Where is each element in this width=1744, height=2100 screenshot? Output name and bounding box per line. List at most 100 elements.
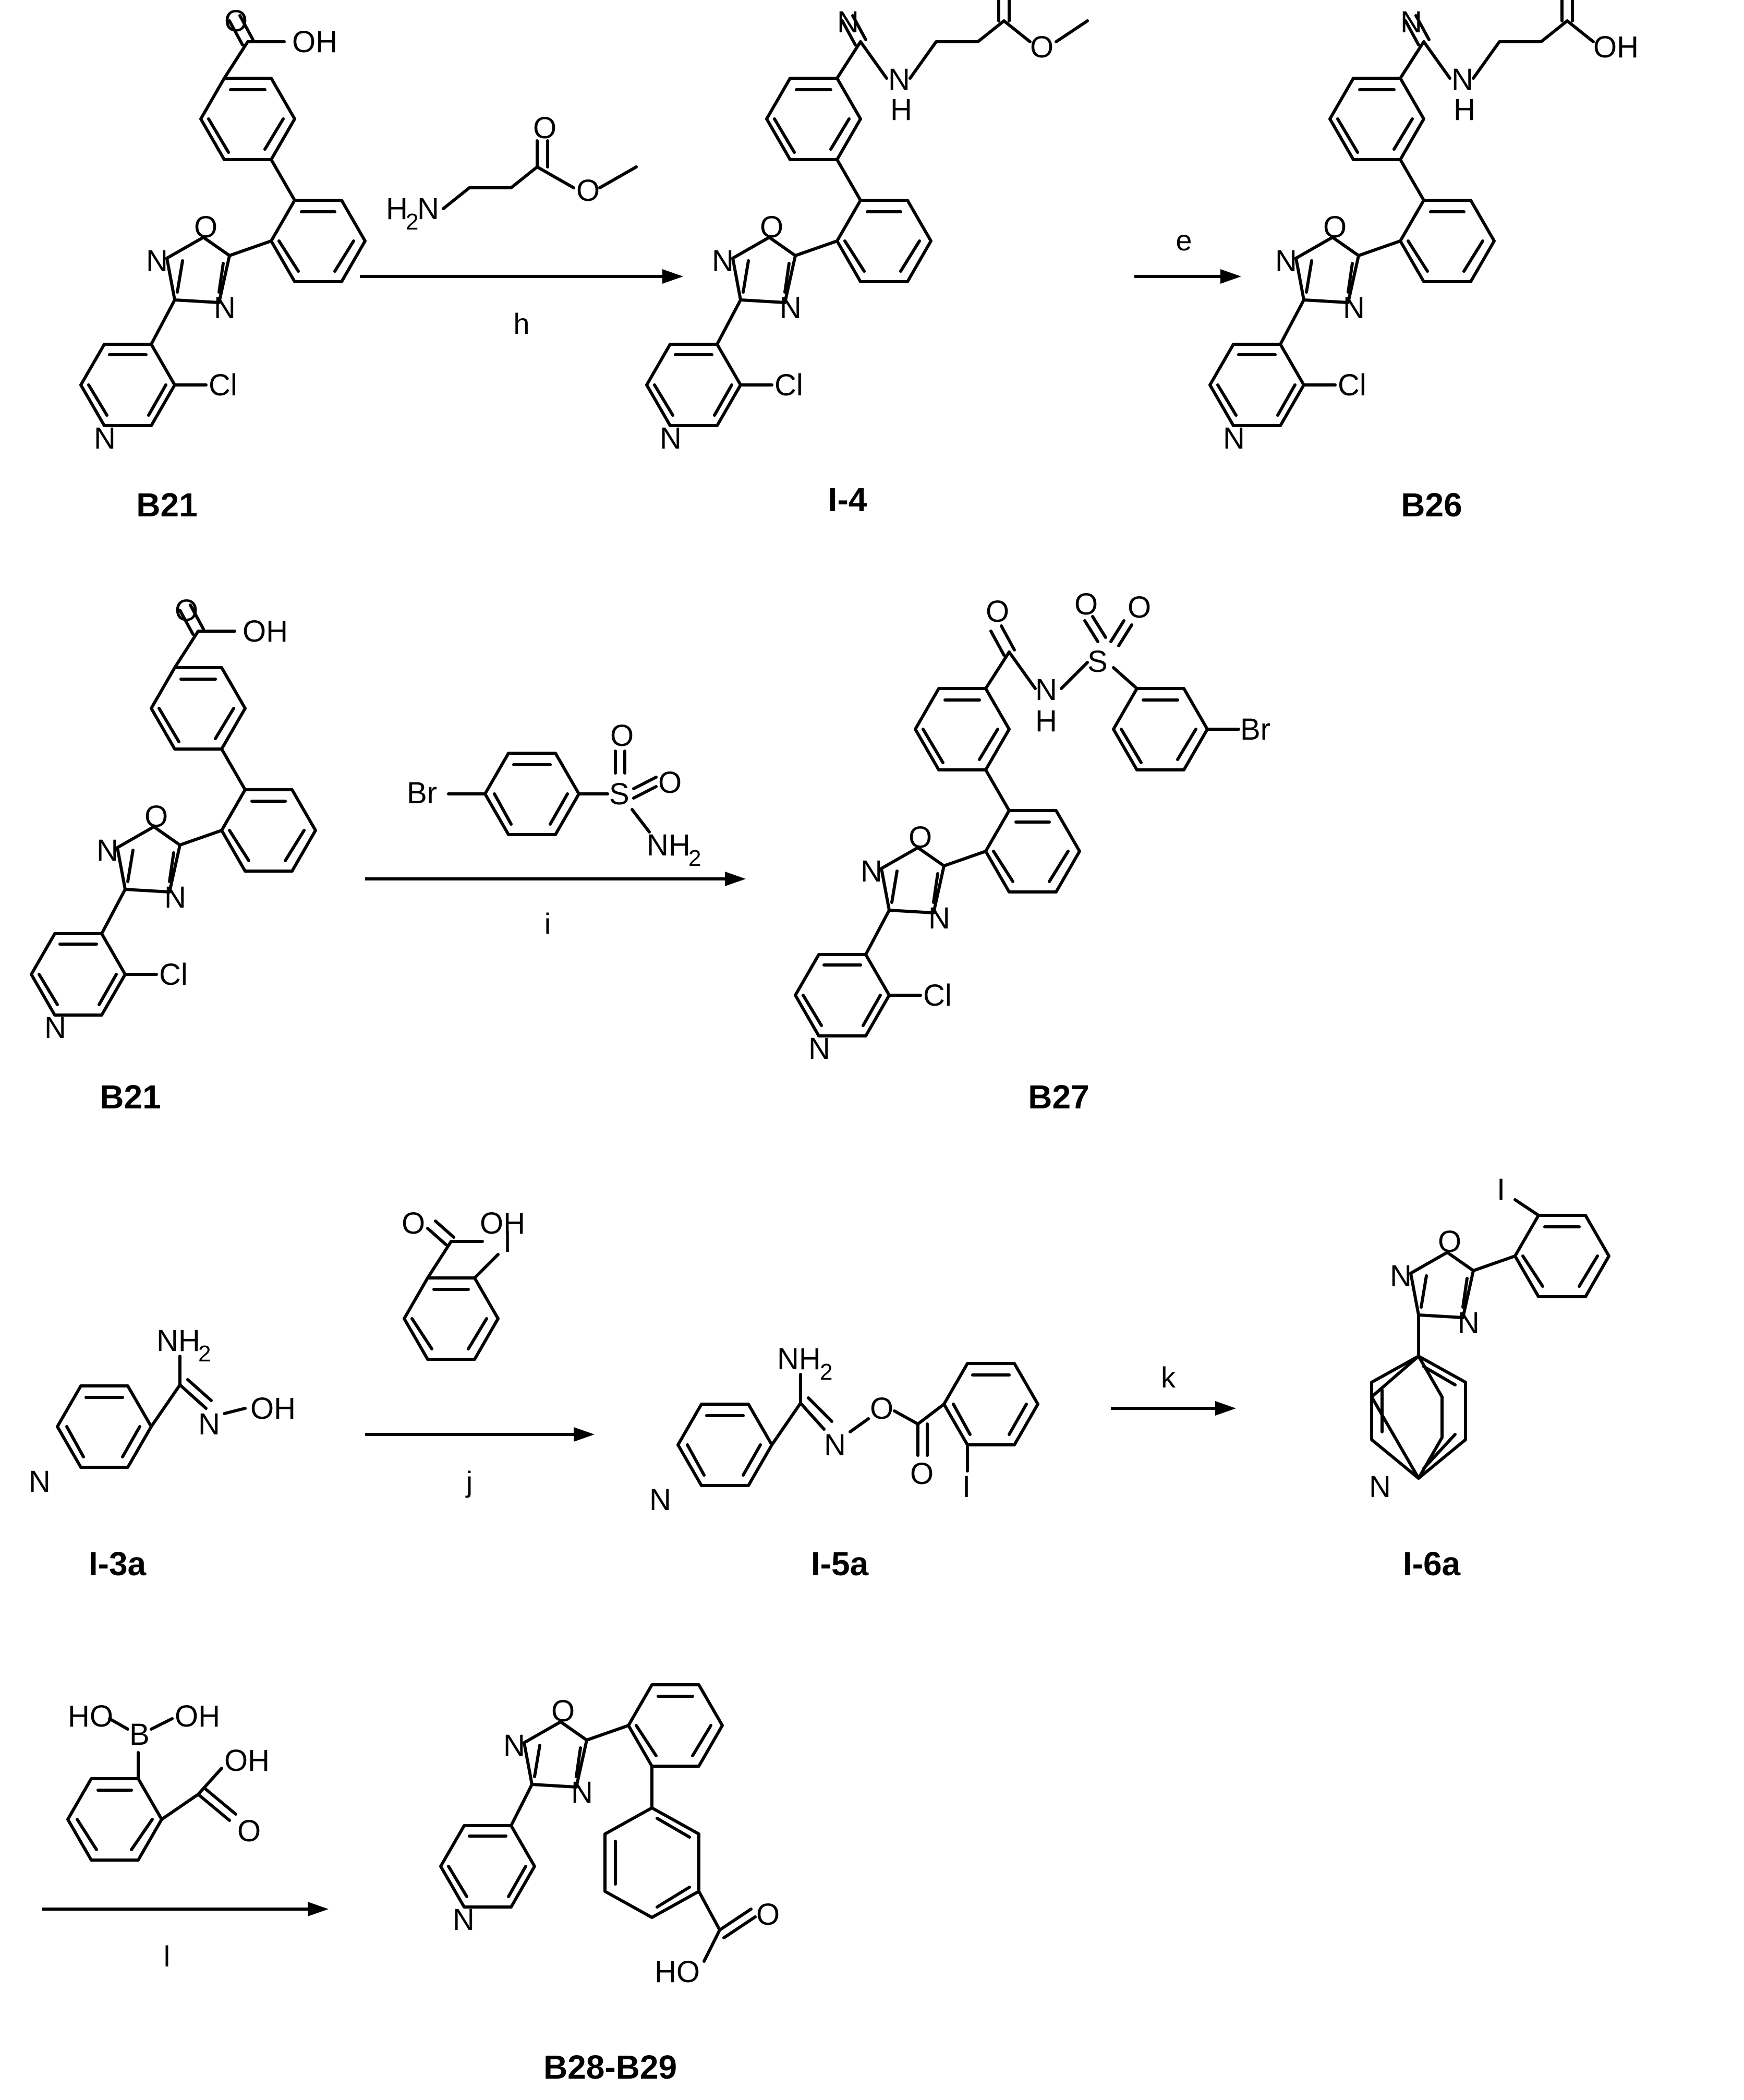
- atom-label: O: [237, 1814, 261, 1848]
- reagent-label-l: l: [164, 1940, 170, 1973]
- atom-label: Br: [1240, 713, 1270, 746]
- atom-label: S: [609, 777, 629, 811]
- compound-label-b26: B26: [1401, 486, 1462, 524]
- atom-label: H: [1454, 93, 1475, 127]
- atom-label: N: [888, 63, 910, 96]
- atom-label: O: [551, 1694, 575, 1728]
- atom-label: HO: [655, 1955, 700, 1989]
- atom-label: OH: [1593, 30, 1639, 64]
- reagent-label-e: e: [1176, 224, 1192, 257]
- atom-label: O: [1438, 1225, 1461, 1259]
- atom-label: N: [1390, 1259, 1412, 1293]
- atom-label: N: [214, 291, 236, 325]
- compound-label-i3a: I-3a: [89, 1545, 147, 1583]
- atom-label: OH: [243, 614, 288, 648]
- reagent-carboxyphenylboronic-acid: HO B OH OH O: [66, 1699, 270, 1862]
- arrow-k: [1111, 1401, 1236, 1416]
- compound-label-b21: B21: [100, 1078, 161, 1116]
- atom-label: N: [824, 1428, 846, 1462]
- atom-label: OH: [292, 25, 337, 59]
- reagent-label-j: j: [465, 1465, 473, 1498]
- reagent-beta-alanine-methyl-ester: H 2 N O O: [386, 111, 638, 235]
- structure-i5a: NH 2 N O O I N: [649, 1342, 1039, 1517]
- atom-label: O: [144, 800, 168, 834]
- structure-i3a: NH 2 N OH N: [29, 1324, 296, 1499]
- atom-label: N: [1343, 291, 1365, 325]
- compound-label-b28-b29: B28-B29: [543, 2048, 677, 2086]
- arrow-j: [365, 1427, 595, 1442]
- atom-label: H: [1035, 704, 1057, 738]
- atom-label: I: [962, 1470, 971, 1504]
- compound-label-b27: B27: [1028, 1078, 1089, 1116]
- atom-label: N: [1223, 421, 1245, 455]
- reagent-label-i: i: [544, 907, 551, 940]
- atom-label: H: [386, 192, 408, 226]
- atom-label: Cl: [1338, 368, 1366, 402]
- atom-label: NH: [156, 1324, 200, 1358]
- atom-label: N: [1451, 63, 1473, 96]
- arrow-e: [1134, 269, 1241, 284]
- atom-label: N: [571, 1776, 593, 1809]
- atom-label: NH: [647, 828, 691, 862]
- atom-label: O: [1128, 590, 1151, 624]
- atom-label: O: [610, 719, 634, 753]
- atom-label: N: [649, 1483, 671, 1517]
- structure-b21-row2: O OH O N N Cl N: [30, 594, 317, 1045]
- atom-label: N: [453, 1903, 475, 1937]
- atom-label: O: [402, 1206, 425, 1240]
- atom-label: HO: [68, 1699, 113, 1733]
- atom-label: N: [198, 1407, 220, 1441]
- structure-b21-row1: O OH O N N Cl N: [79, 4, 367, 455]
- atom-label: OH: [175, 1699, 220, 1733]
- atom-label: N: [861, 854, 882, 888]
- structure-b28-b29: O N N N O HO: [439, 1683, 780, 1989]
- atom-label: N: [1400, 5, 1422, 39]
- reagent-label-h: h: [513, 307, 529, 340]
- atom-label: B: [129, 1718, 150, 1752]
- atom-label: O: [870, 1392, 893, 1426]
- atom-label: N: [503, 1729, 525, 1763]
- atom-label: I: [1497, 1173, 1505, 1206]
- atom-label: O: [175, 594, 198, 627]
- atom-label: O: [1074, 587, 1098, 621]
- atom-label: N: [1275, 244, 1297, 278]
- atom-label: O: [1030, 30, 1053, 64]
- atom-label: OH: [480, 1206, 525, 1240]
- compound-label-i6a: I-6a: [1403, 1545, 1461, 1583]
- compound-label-i5a: I-5a: [811, 1545, 869, 1583]
- atom-label: OH: [250, 1392, 296, 1426]
- atom-label: I: [503, 1225, 512, 1259]
- arrow-h: [360, 269, 683, 284]
- atom-label: O: [910, 1457, 934, 1491]
- atom-label: 2: [820, 1359, 832, 1385]
- atom-label: Br: [407, 776, 437, 810]
- structure-b27: S O O Br O N H O N N Cl N: [794, 587, 1270, 1066]
- atom-label: N: [164, 880, 186, 914]
- atom-label: O: [909, 820, 932, 854]
- atom-label: O: [756, 1898, 780, 1932]
- arrow-i: [365, 872, 746, 886]
- atom-label: NH: [777, 1342, 821, 1376]
- atom-label: H: [890, 93, 912, 127]
- atom-label: 2: [198, 1341, 211, 1367]
- atom-label: OH: [224, 1744, 270, 1778]
- atom-label: Cl: [923, 979, 952, 1012]
- atom-label: O: [576, 174, 600, 208]
- atom-label: N: [1035, 673, 1057, 707]
- atom-label: O: [224, 4, 248, 38]
- atom-label: N: [808, 1032, 830, 1066]
- atom-label: N: [928, 901, 950, 935]
- reagent-2-iodobenzoic-acid: O OH I: [402, 1206, 525, 1361]
- structure-i6a: I O N N N: [1369, 1173, 1610, 1504]
- atom-label: N: [837, 5, 859, 39]
- atom-label: N: [44, 1011, 66, 1045]
- atom-label: O: [986, 595, 1009, 629]
- atom-label: N: [660, 421, 682, 455]
- structure-i4: N N H O O N N Cl N: [645, 0, 1089, 455]
- atom-label: N: [94, 421, 116, 455]
- atom-label: N: [1458, 1306, 1480, 1340]
- atom-label: 2: [688, 846, 701, 871]
- atom-label: N: [146, 244, 168, 278]
- structure-b26: N N H OH O N N Cl N: [1208, 0, 1639, 455]
